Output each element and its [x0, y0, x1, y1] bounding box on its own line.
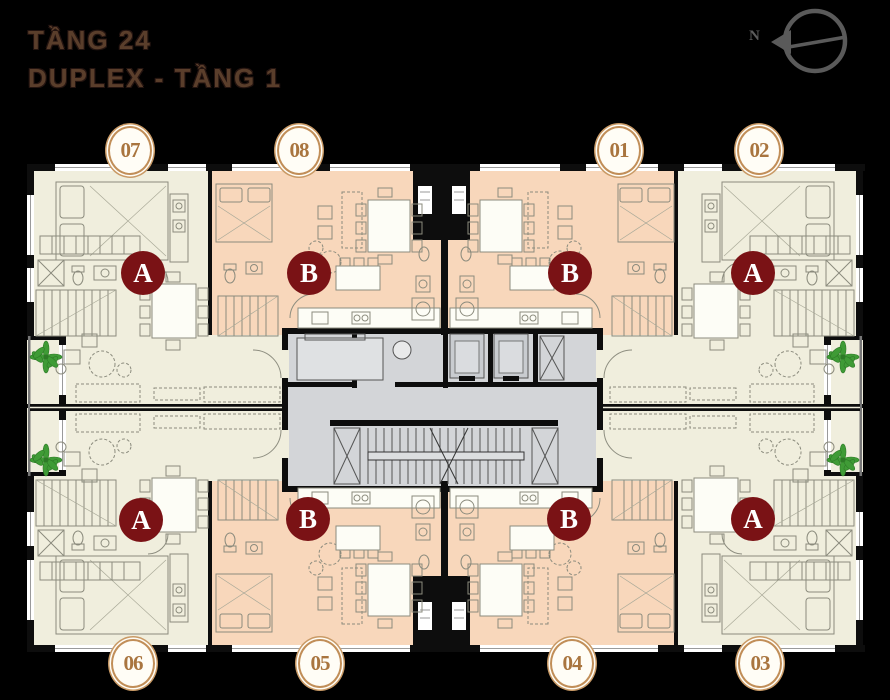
unit-type: B — [560, 257, 579, 288]
type-badge-unit-03[interactable]: A — [731, 497, 775, 541]
unit-type: B — [299, 257, 318, 288]
core-sink — [392, 340, 412, 360]
unit-badge-01[interactable]: 01 — [597, 126, 641, 175]
compass: N — [735, 2, 875, 82]
door-arc — [603, 429, 633, 459]
unit-type: B — [298, 503, 317, 534]
unit-number: 08 — [289, 138, 310, 162]
core — [252, 328, 633, 492]
unit-07-area[interactable] — [30, 168, 210, 404]
floor-subtitle: DUPLEX - TẦNG 1 — [28, 62, 282, 93]
unit-badge-05[interactable]: 05 — [298, 639, 342, 688]
unit-number: 01 — [609, 138, 630, 162]
unit-badge-06[interactable]: 06 — [111, 639, 155, 688]
unit-08-area[interactable] — [210, 168, 443, 335]
unit-type: A — [743, 503, 763, 534]
floor-title: TẦNG 24 — [28, 25, 152, 55]
unit-type: A — [131, 504, 151, 535]
unit-number: 07 — [120, 138, 141, 162]
core-room-table — [296, 337, 384, 381]
type-badge-unit-08[interactable]: B — [287, 251, 331, 295]
unit-type: A — [743, 257, 763, 288]
type-badge-unit-05[interactable]: B — [286, 497, 330, 541]
unit-number: 04 — [562, 651, 583, 675]
unit-type: A — [133, 257, 153, 288]
unit-badge-08[interactable]: 08 — [277, 126, 321, 175]
unit-number: 03 — [750, 651, 771, 675]
unit-badge-03[interactable]: 03 — [738, 639, 782, 688]
unit-badge-04[interactable]: 04 — [550, 639, 594, 688]
unit-number: 06 — [123, 651, 144, 675]
type-badge-unit-06[interactable]: A — [119, 498, 163, 542]
stairwell — [333, 427, 559, 485]
unit-badge-02[interactable]: 02 — [737, 126, 781, 175]
service-shaft — [539, 335, 565, 381]
type-badge-unit-04[interactable]: B — [547, 497, 591, 541]
type-badge-unit-07[interactable]: A — [121, 251, 165, 295]
unit-type: B — [559, 503, 578, 534]
unit-06-area[interactable] — [30, 412, 210, 648]
north-arrow-icon — [771, 8, 848, 74]
unit-number: 05 — [310, 651, 331, 675]
page-title-block: TẦNG 24 DUPLEX - TẦNG 1 — [28, 22, 282, 97]
type-badge-unit-01[interactable]: B — [548, 251, 592, 295]
unit-05-area[interactable] — [210, 481, 443, 648]
unit-badge-07[interactable]: 07 — [108, 126, 152, 175]
door-arc — [603, 349, 633, 379]
unit-number: 02 — [749, 138, 770, 162]
door-arc — [252, 429, 282, 459]
elevator-shafts — [449, 333, 529, 381]
type-badge-unit-02[interactable]: A — [731, 251, 775, 295]
door-arc — [252, 349, 282, 379]
north-label: N — [749, 28, 760, 44]
